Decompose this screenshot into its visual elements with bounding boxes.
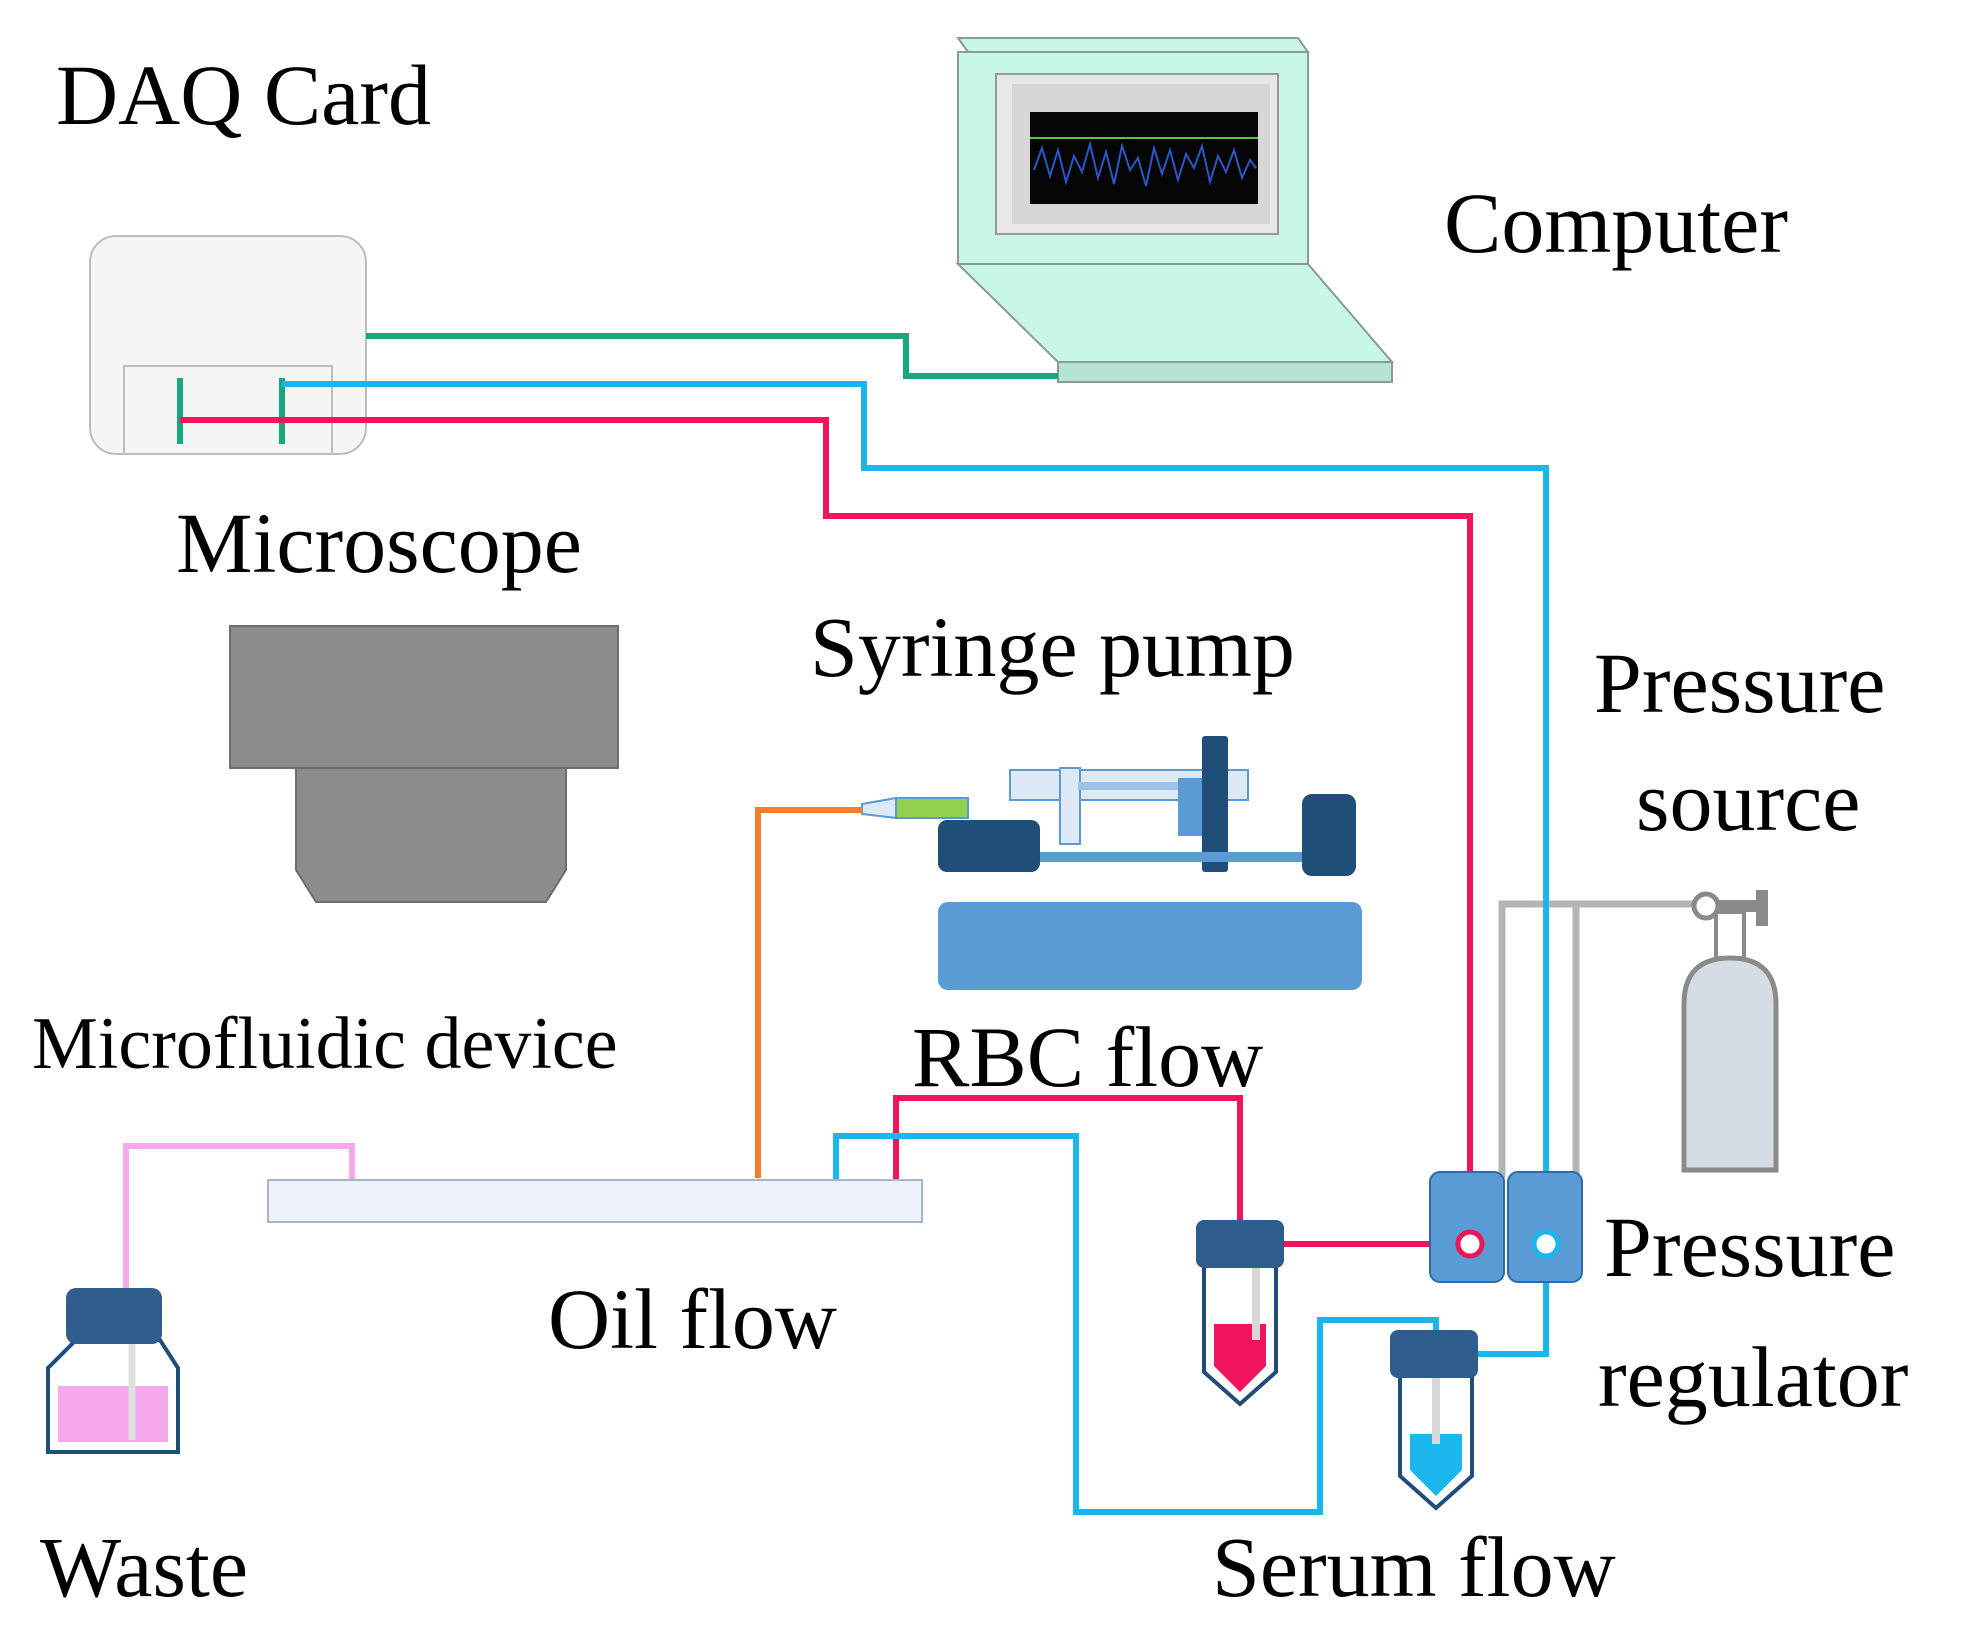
rbc-tube: [1196, 1220, 1284, 1407]
rbc-flow-line: [893, 1095, 1243, 1238]
microscope-objective: [295, 767, 567, 903]
pressure-source-label-line1: Pressure: [1594, 635, 1885, 731]
screen-plot-area: [1030, 112, 1258, 204]
pressure-regulator-label-line2: regulator: [1598, 1329, 1908, 1425]
pump-end-block: [1302, 794, 1356, 876]
serum-tube: [1390, 1330, 1478, 1511]
serum-tube-fluid: [1410, 1434, 1462, 1496]
cylinder-neck: [1714, 910, 1746, 960]
microfluidic-device-label: Microfluidic device: [32, 1003, 618, 1085]
daq-to-serum-regulator-line: [282, 381, 1549, 1232]
computer: [955, 37, 1395, 383]
daq-card-label: DAQ Card: [56, 47, 431, 143]
pressure-regulator-label-line1: Pressure: [1604, 1199, 1895, 1295]
computer-top-edge: [956, 37, 1310, 53]
waste-line: [123, 1143, 355, 1340]
gas-cylinder-body: [1681, 955, 1779, 1173]
waste-bottle-fluid: [58, 1386, 168, 1442]
rbc-regulator-unit: [1429, 1171, 1505, 1283]
microscope-label: Microscope: [176, 495, 582, 591]
gas-line-top: [1498, 900, 1700, 908]
serum-tube-cap: [1390, 1330, 1478, 1378]
daq-card-port-panel: [123, 365, 333, 455]
syringe-plunger-rod: [1078, 782, 1208, 790]
syringe-pump: [861, 736, 1362, 990]
syringe-plunger-flange: [1059, 767, 1081, 845]
pressure-source: [1498, 890, 1779, 1178]
pump-guide-rail: [1040, 852, 1302, 862]
microscope-body: [229, 625, 619, 769]
serum-regulator-unit: [1507, 1171, 1583, 1283]
rbc-regulator-port: [1455, 1229, 1485, 1259]
waste-bottle-cap: [66, 1288, 162, 1344]
syringe-pump-label: Syringe pump: [810, 599, 1295, 695]
microscope: [229, 625, 619, 903]
pressure-regulator: [1429, 1171, 1583, 1283]
oil-flow-label: Oil flow: [548, 1271, 837, 1367]
computer-label: Computer: [1444, 175, 1788, 271]
pump-pusher-block: [1178, 778, 1202, 836]
cylinder-valve-handle: [1756, 890, 1768, 926]
syringe-fluid: [895, 797, 969, 819]
rbc-flow-label: RBC flow: [912, 1009, 1263, 1105]
pump-motor-block: [938, 820, 1040, 872]
syringe-pump-base: [938, 902, 1362, 990]
oil-flow-line: [755, 807, 862, 1178]
microfluidic-chip: [267, 1179, 923, 1223]
cylinder-valve-stem: [1716, 900, 1758, 912]
syringe-tip: [861, 796, 897, 820]
waste-bottle: [46, 1288, 180, 1454]
serum-regulator-port: [1531, 1229, 1561, 1259]
rbc-tube-fluid: [1214, 1324, 1266, 1392]
serum-flow-line: [833, 1133, 1439, 1515]
connections: [123, 333, 1549, 1515]
computer-keyboard-base: [955, 263, 1395, 363]
computer-base-edge: [1057, 361, 1393, 383]
daq-to-rbc-regulator-line: [180, 417, 1473, 1232]
daq-card: [89, 235, 367, 455]
pressure-source-label-line2: source: [1636, 753, 1860, 849]
daq-to-computer-cable: [366, 333, 1058, 379]
serum-flow-label: Serum flow: [1212, 1519, 1616, 1615]
rbc-tube-cap: [1196, 1220, 1284, 1268]
pump-pusher-plate: [1202, 736, 1228, 872]
waste-label: Waste: [40, 1519, 248, 1615]
screen-signal-trace: [1033, 140, 1257, 187]
